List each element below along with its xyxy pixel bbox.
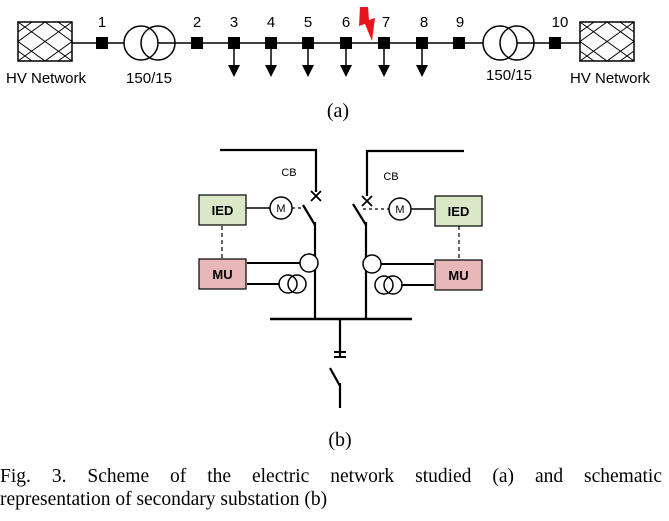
bus-nodes [96,37,561,49]
voltage-sensor-right [362,254,382,274]
bus-node-4 [265,37,277,49]
current-transformer-right [374,275,403,295]
bus-node-1 [96,37,108,49]
node-label-1: 1 [98,14,106,31]
mu-box-left [198,258,247,290]
mu-label-right: MU [448,268,468,283]
transformer-label-right: 150/15 [486,67,532,84]
bus-node-9 [453,37,465,49]
bus-node-8 [416,37,428,49]
node-label-3: 3 [230,14,238,31]
part-label-a: (a) [327,100,349,122]
network-diagram: 1 2 3 4 5 6 7 8 9 10 HV Network HV Netwo… [6,7,651,122]
node-label-7: 7 [382,14,390,31]
node-label-10: 10 [552,14,569,31]
bus-node-6 [340,37,352,49]
ied-label-left: IED [212,203,234,218]
bus-node-3 [228,37,240,49]
hv-network-source-right [579,21,635,62]
fault-lightning-icon [359,7,375,41]
hv-network-source-left [17,21,73,62]
motor-icon-left [269,196,293,220]
ied-label-right: IED [448,204,470,219]
current-transformer-left [278,274,307,294]
mu-box-right [434,259,483,291]
node-label-6: 6 [342,14,350,31]
mu-label-left: MU [212,267,232,282]
motor-icon-right [388,197,412,221]
node-label-9: 9 [456,14,464,31]
transformer-left [123,25,176,61]
load-arrows [228,49,428,77]
caption-line-2: representation of secondary substation (… [0,489,328,510]
bus-node-7 [378,37,390,49]
transformer-right [482,25,535,61]
feeder-right [365,149,464,196]
node-label-5: 5 [304,14,312,31]
node-label-4: 4 [267,14,275,31]
substation-diagram [198,148,483,408]
ied-box-left [198,194,247,226]
feeder-left [220,148,318,192]
transformer-label-left: 150/15 [126,70,172,87]
motor-label-left: M [276,203,285,215]
figure-caption: Fig. 3. Scheme of the electric network s… [0,465,662,511]
hv-network-label-right: HV Network [570,70,651,87]
node-label-8: 8 [420,14,428,31]
caption-line-1: Fig. 3. Scheme of the electric network s… [0,466,662,487]
bus-node-5 [302,37,314,49]
ied-box-right [434,195,483,227]
substation-labels: CB CB M M IED MU IED MU (b) [212,167,470,451]
motor-label-right: M [395,204,404,216]
node-label-2: 2 [193,14,201,31]
bus-node-2 [191,37,203,49]
part-label-b: (b) [328,429,351,451]
voltage-sensor-left [299,253,319,273]
cb-label-left: CB [281,167,296,179]
bus-node-10 [549,37,561,49]
cb-label-right: CB [383,171,398,183]
hv-network-label-left: HV Network [6,70,87,87]
disconnector-bottom [329,319,346,408]
